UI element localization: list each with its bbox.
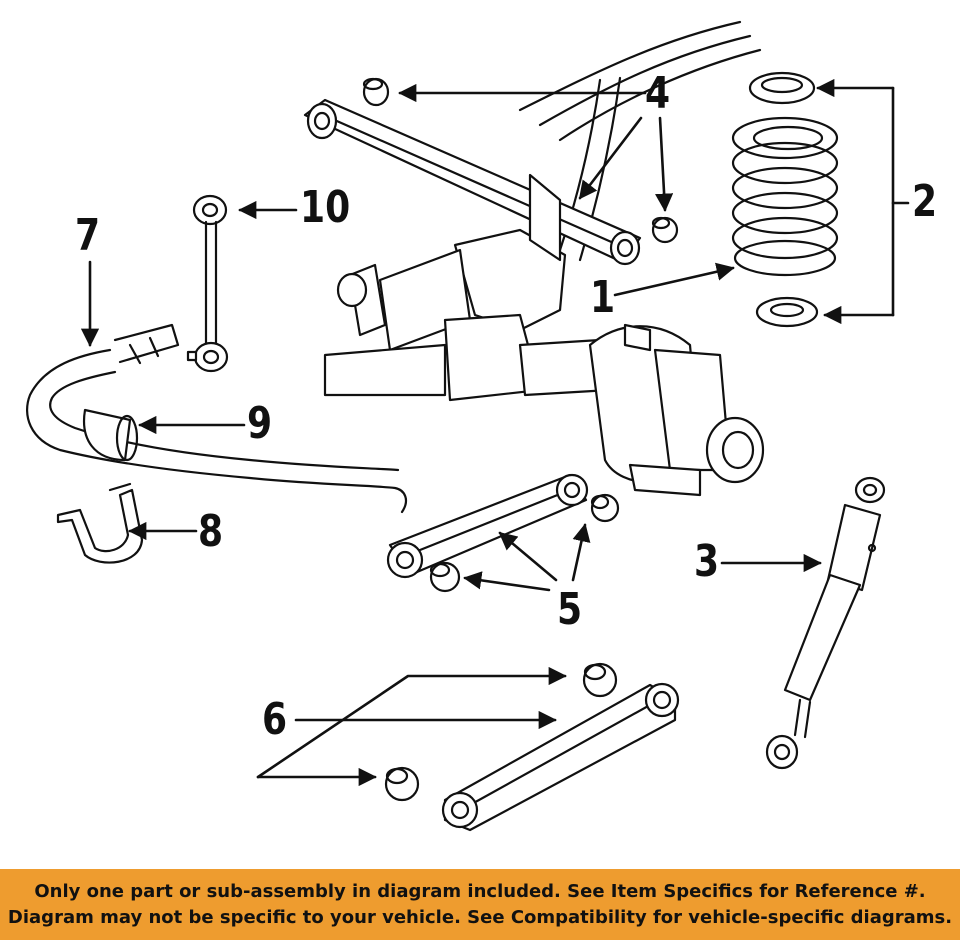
callout-3: 3: [694, 536, 720, 587]
shock-absorber: [765, 476, 886, 770]
callout-1: 1: [590, 272, 616, 323]
coil-spring-insulator-top: [748, 71, 816, 105]
notice-banner: Only one part or sub-assembly in diagram…: [0, 869, 960, 940]
bushing-4-lower: [651, 216, 679, 244]
bushing-4-upper: [362, 77, 390, 107]
frame-rail: [518, 20, 762, 262]
bushing-6-lower: [384, 766, 420, 802]
upper-control-arm: [303, 98, 642, 266]
stabilizer-link: [186, 194, 229, 373]
suspension-diagram: [26, 20, 910, 832]
callout-8: 8: [198, 506, 224, 557]
callout-10: 10: [300, 182, 351, 233]
notice-line-2: Diagram may not be specific to your vehi…: [7, 907, 953, 928]
bushing-5-lower: [429, 561, 461, 593]
coil-spring-insulator-bottom: [755, 296, 819, 328]
bushing-5-upper: [590, 493, 620, 523]
rear-axle-housing: [323, 313, 765, 497]
callout-9: 9: [247, 398, 273, 449]
callout-5: 5: [557, 584, 583, 635]
callout-2: 2: [912, 176, 938, 227]
callout-7: 7: [75, 210, 101, 261]
callout-4: 4: [645, 68, 671, 119]
bushing-6-upper: [582, 662, 618, 698]
callout-6: 6: [262, 694, 288, 745]
stabilizer-bushing: [82, 408, 139, 462]
lower-control-arm-short: [386, 473, 589, 579]
coil-spring: [731, 116, 839, 277]
notice-line-1: Only one part or sub-assembly in diagram…: [34, 881, 926, 902]
trailing-arm: [441, 682, 680, 832]
stabilizer-clamp: [56, 482, 144, 564]
leader-lines: [80, 78, 910, 787]
